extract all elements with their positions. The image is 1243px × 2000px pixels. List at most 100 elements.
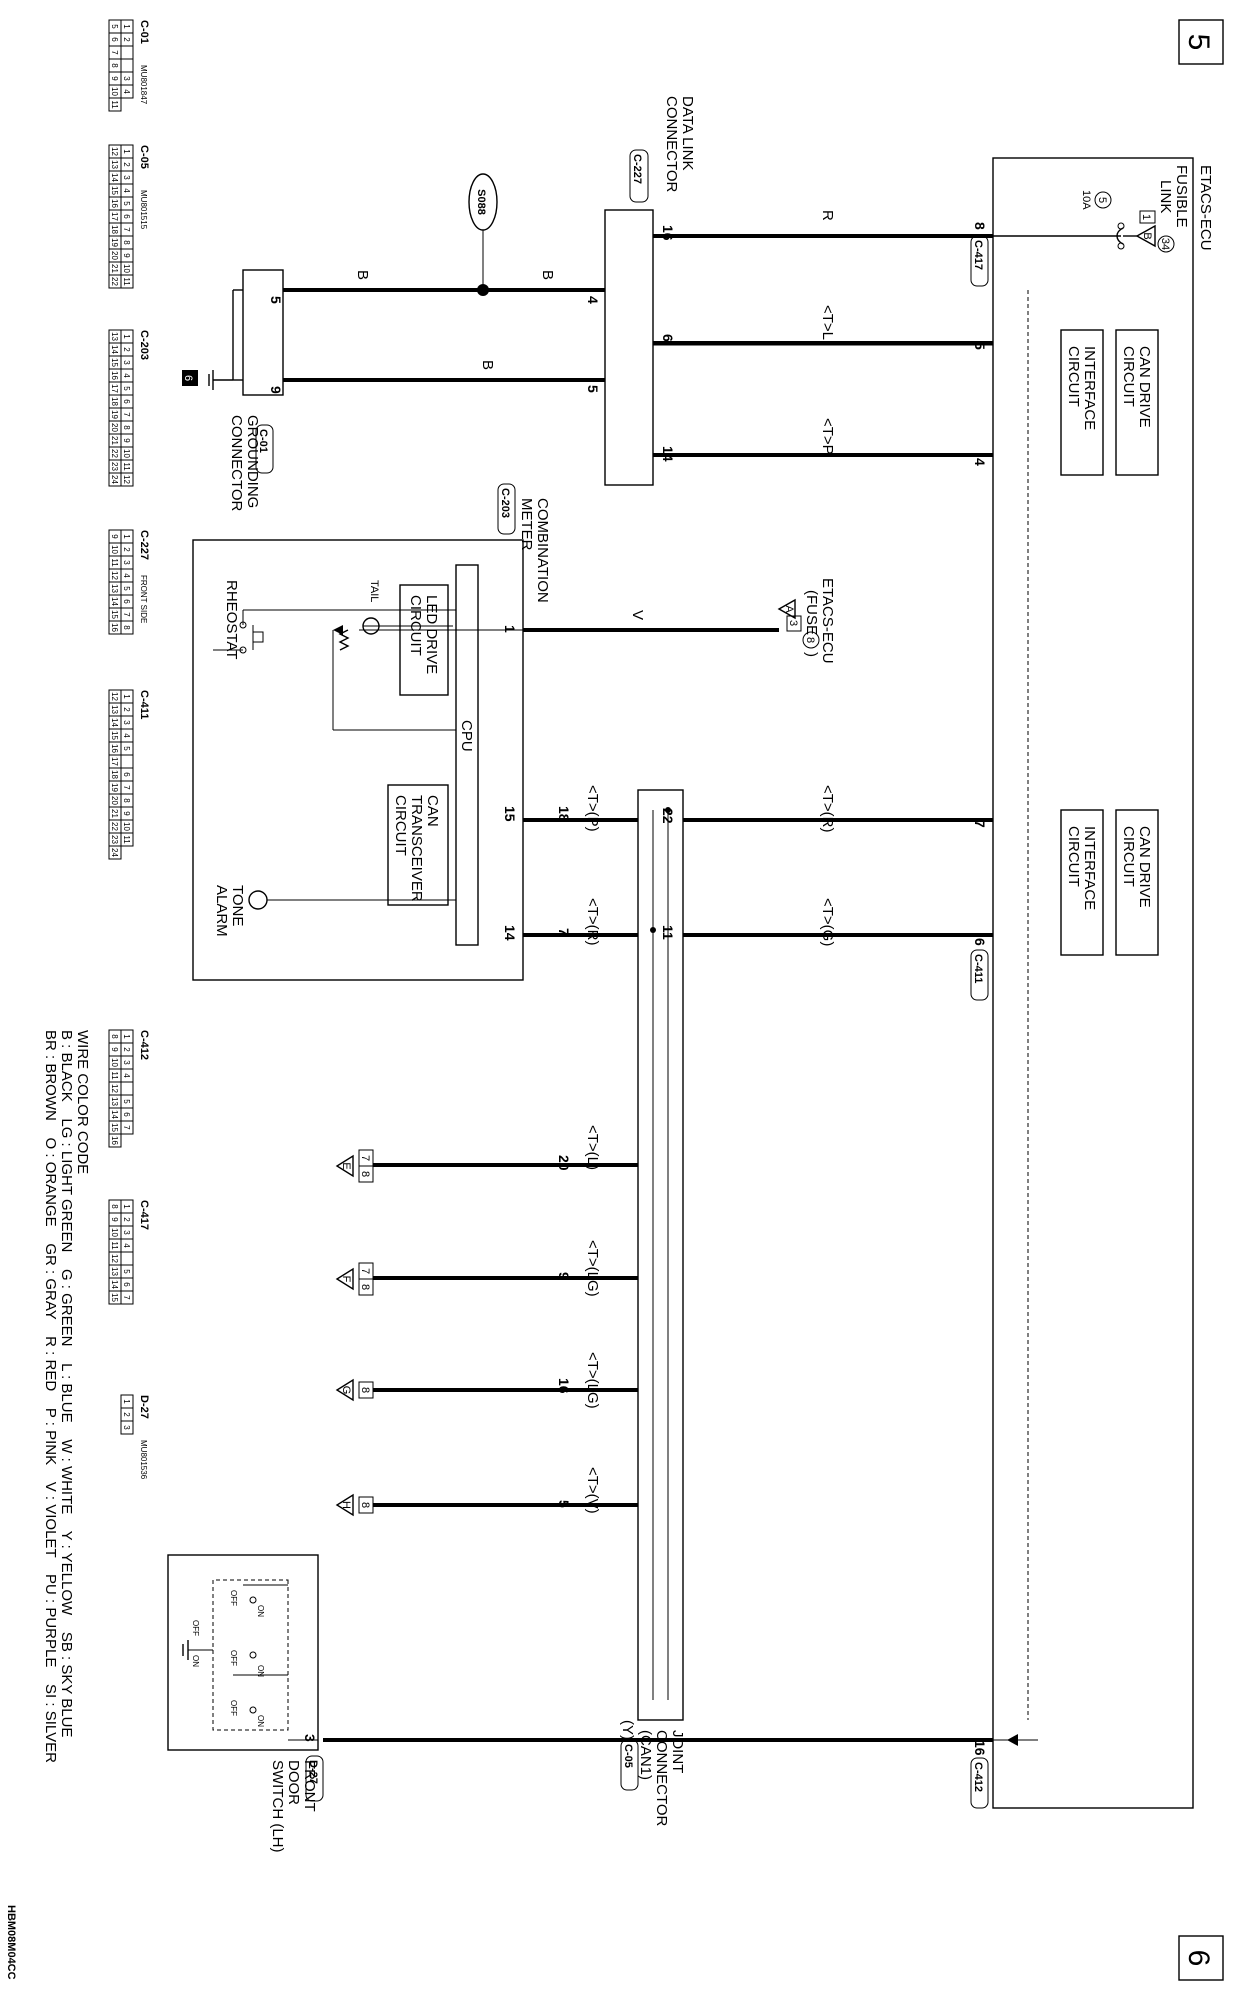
- connector-pin-number: 12: [122, 475, 131, 484]
- connector-pin-number: 13: [110, 332, 119, 341]
- connector-pin-number: 9: [110, 1047, 119, 1052]
- svg-text:5: 5: [268, 296, 284, 304]
- svg-text:OFF: OFF: [191, 1620, 200, 1636]
- svg-text:7: 7: [556, 928, 572, 936]
- connector-pin-number: 10: [122, 449, 131, 458]
- svg-text:ON: ON: [256, 1715, 265, 1727]
- svg-text:V: V: [629, 610, 646, 620]
- connector-pin-number: 20: [110, 251, 119, 260]
- svg-text:16: 16: [972, 1740, 988, 1756]
- connector-pin-number: 7: [122, 1295, 131, 1300]
- wire-can-tr-upper: <T>(R) 22: [660, 785, 993, 833]
- branch-f: <T>(LG) 9 7 8 F: [335, 1240, 638, 1297]
- meter-internals: CPU LED DRIVE CIRCUIT TAIL RHEOSTAT CAN …: [213, 564, 523, 946]
- connector-pin-number: 5: [122, 386, 131, 391]
- connector-pin-number: 16: [110, 199, 119, 208]
- svg-text:6: 6: [182, 375, 194, 381]
- svg-text:CPU: CPU: [458, 720, 475, 752]
- svg-text:14: 14: [660, 446, 676, 462]
- connector-faces: C-01MU8018471234567891011C-05MU801515123…: [108, 19, 150, 1480]
- connector-pin-number: 13: [110, 1097, 119, 1106]
- connector-pin-number: 8: [122, 798, 131, 803]
- svg-text:CONNECTOR: CONNECTOR: [653, 1730, 670, 1827]
- connector-cell: [120, 754, 134, 769]
- svg-text:CIRCUIT: CIRCUIT: [1065, 826, 1082, 887]
- connector-pin-number: 9: [110, 1217, 119, 1222]
- connector-pin-number: 5: [122, 1269, 131, 1274]
- svg-text:FRONT: FRONT: [301, 1760, 318, 1812]
- connector-pin-number: 1: [122, 1399, 131, 1404]
- connector-pin-number: 19: [110, 238, 119, 247]
- svg-text:<T>(L): <T>(L): [584, 1125, 601, 1170]
- svg-text:INTERFACE: INTERFACE: [1081, 826, 1098, 910]
- svg-text:C-411: C-411: [972, 954, 984, 983]
- svg-text:R: R: [819, 210, 836, 221]
- connector-pin-number: 21: [110, 264, 119, 273]
- svg-text:<T>(R): <T>(R): [819, 785, 836, 833]
- connector-pin-number: 3: [122, 76, 131, 81]
- svg-text:(FUSE: (FUSE: [803, 590, 820, 635]
- svg-text:18: 18: [556, 806, 572, 822]
- connector-pin-number: 12: [110, 1084, 119, 1093]
- wire-can-tr-lower: <T>(R) 7 14: [502, 898, 638, 946]
- svg-text:C-01: C-01: [257, 429, 269, 453]
- connector-pin-number: 13: [110, 1267, 119, 1276]
- connector-pin-number: 17: [110, 757, 119, 766]
- connector-pin-number: 2: [122, 1217, 131, 1222]
- joint-connector: JOINT CONNECTOR (CAN1) C-05: [620, 789, 686, 1827]
- svg-text:E: E: [340, 1162, 352, 1169]
- connector-pin-number: 1: [122, 24, 131, 29]
- svg-text:5: 5: [1182, 34, 1215, 51]
- svg-text:5: 5: [585, 385, 601, 393]
- data-link-connector: DATA LINK CONNECTOR C-227 16 6 14 4 5: [585, 96, 696, 486]
- connector-pin-number: 8: [122, 425, 131, 430]
- svg-text:6: 6: [972, 938, 988, 946]
- svg-text:CONNECTOR: CONNECTOR: [663, 96, 680, 193]
- connector-pin-number: 6: [122, 399, 131, 404]
- connector-pin-number: 13: [110, 705, 119, 714]
- svg-text:14: 14: [502, 925, 518, 941]
- connector-pin-number: 16: [110, 623, 119, 632]
- connector-cell: [120, 58, 134, 73]
- svg-text:B: B: [539, 270, 556, 280]
- connector-pin-number: 6: [122, 1282, 131, 1287]
- svg-text:CIRCUIT: CIRCUIT: [1120, 346, 1137, 407]
- svg-text:9: 9: [268, 386, 284, 394]
- svg-text:BR : BROWN O : ORANGE GR: BR : BROWN O : ORANGE GR : GRAY R : RED …: [42, 1030, 59, 1763]
- connector-pin-number: 8: [122, 240, 131, 245]
- connector-pin-number: 21: [110, 809, 119, 818]
- svg-text:METER: METER: [518, 498, 535, 551]
- connector-pin-number: 18: [110, 397, 119, 406]
- svg-text:7: 7: [972, 820, 988, 828]
- wire-tp: <T>P: [653, 418, 993, 457]
- connector-pin-number: 10: [110, 1228, 119, 1237]
- svg-text:8: 8: [359, 1284, 371, 1290]
- connector-pin-number: 6: [122, 599, 131, 604]
- svg-text:3: 3: [302, 1734, 318, 1742]
- connector-cell: [108, 845, 122, 860]
- connector-pin-number: 20: [110, 796, 119, 805]
- connector-pin-number: 20: [110, 423, 119, 432]
- svg-text:5: 5: [556, 1500, 572, 1508]
- connector-pin-number: 22: [110, 277, 119, 286]
- connector-pin-number: 14: [110, 718, 119, 727]
- connector-cell: [120, 1251, 134, 1266]
- connector-pin-number: 5: [122, 1099, 131, 1104]
- svg-text:CIRCUIT: CIRCUIT: [1065, 346, 1082, 407]
- connector-cell: [108, 472, 122, 487]
- connector-cell: [108, 620, 122, 635]
- wire-can-tg-upper: <T>(G) 11: [660, 898, 993, 946]
- svg-text:(Y): (Y): [619, 1720, 636, 1740]
- svg-text:): ): [803, 652, 820, 657]
- connector-pin-number: 10: [110, 545, 119, 554]
- svg-text:A: A: [783, 605, 795, 613]
- connector-pin-number: 2: [122, 707, 131, 712]
- connector-pin-number: 3: [122, 1060, 131, 1065]
- svg-text:S088: S088: [475, 189, 487, 215]
- svg-text:7: 7: [359, 1155, 371, 1161]
- svg-text:G: G: [340, 1386, 352, 1395]
- svg-text:ON: ON: [256, 1665, 265, 1677]
- connector-pin-number: 6: [110, 37, 119, 42]
- connector-cell: [108, 97, 122, 112]
